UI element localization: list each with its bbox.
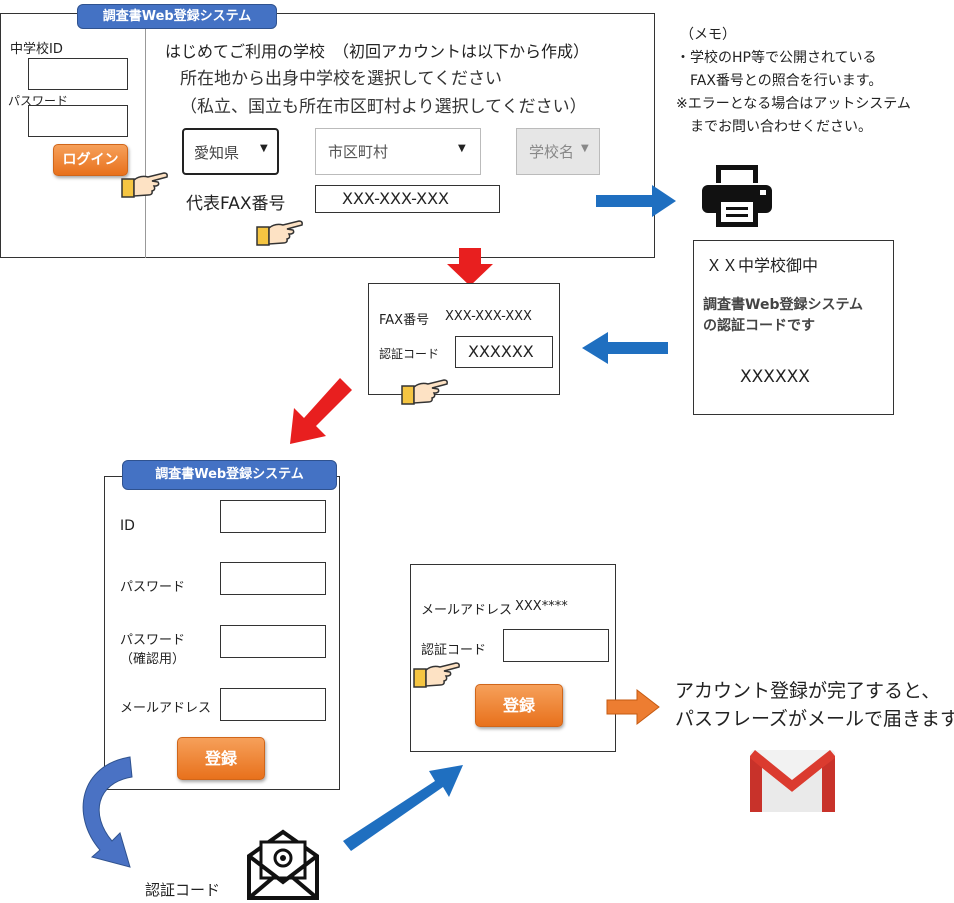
- printer-icon: [702, 165, 772, 227]
- orange-arrow-right: [606, 688, 660, 726]
- reg-email-label: メールアドレス: [120, 701, 212, 716]
- memo-line1: ・学校のHP等で公開されている: [676, 50, 877, 66]
- instruction-line2: （私立、国立も所在市区町村より選択してください）: [180, 97, 587, 117]
- memo-line2: FAX番号との照合を行います。: [690, 73, 883, 89]
- mv-register-button[interactable]: 登録: [475, 684, 563, 727]
- completion-line2: パスフレーズがメールで届きます: [675, 708, 954, 730]
- top-system-tag: 調査書Web登録システム: [77, 4, 277, 29]
- panel-divider: [145, 13, 146, 258]
- register-system-tag: 調査書Web登録システム: [122, 460, 337, 490]
- school-id-input[interactable]: [28, 58, 128, 90]
- password-label: パスワード: [8, 94, 69, 108]
- reg-id-label: ID: [120, 518, 135, 534]
- fax-recipient: ＸＸ中学校御中: [706, 256, 819, 275]
- mv-code-input[interactable]: [503, 629, 609, 662]
- memo-line4: までお問い合わせください。: [690, 119, 872, 135]
- prefecture-value: 愛知県: [194, 144, 240, 162]
- reg-password-label: パスワード: [120, 580, 186, 595]
- first-use-heading: はじめてご利用の学校 （初回アカウントは以下から作成）: [165, 42, 590, 61]
- auth-code-value: XXXXXX: [468, 342, 534, 361]
- memo-line3: ※エラーとなる場合はアットシステム: [676, 96, 911, 112]
- auth-code-label: 認証コード: [379, 347, 440, 361]
- login-button[interactable]: ログイン: [53, 144, 128, 176]
- mv-code-label: 認証コード: [421, 643, 487, 658]
- reg-password-confirm-input[interactable]: [220, 625, 326, 658]
- gmail-icon: [750, 750, 835, 812]
- auth-fax-label: FAX番号: [379, 313, 430, 328]
- completion-line1: アカウント登録が完了すると、: [675, 680, 941, 702]
- pointing-hand-icon: [413, 662, 460, 688]
- reg-password-confirm-label2: （確認用）: [120, 652, 186, 667]
- memo-title: （メモ）: [680, 27, 736, 43]
- reg-password-confirm-label1: パスワード: [120, 633, 186, 648]
- chevron-down-icon: ▼: [581, 143, 589, 154]
- pointing-hand-icon: [401, 379, 448, 405]
- chevron-down-icon: ▼: [260, 143, 268, 154]
- envelope-at-icon: [247, 829, 319, 900]
- chevron-down-icon: ▼: [458, 143, 466, 154]
- city-select[interactable]: 市区町村 ▼: [315, 128, 481, 175]
- blue-arrow-diagonal: [343, 765, 463, 851]
- fax-body-line2: の認証コードです: [703, 318, 815, 334]
- pointing-hand-icon: [121, 172, 168, 198]
- fax-value: XXX-XXX-XXX: [342, 189, 450, 208]
- register-button[interactable]: 登録: [177, 737, 265, 780]
- red-arrow-down: [447, 248, 493, 286]
- prefecture-select[interactable]: 愛知県 ▼: [182, 128, 279, 175]
- password-input[interactable]: [28, 105, 128, 137]
- pointing-hand-icon: [256, 220, 303, 246]
- auth-code-panel: FAX番号 XXX-XXX-XXX 認証コード XXXXXX: [368, 283, 560, 395]
- reg-email-input[interactable]: [220, 688, 326, 721]
- blue-arrow-left: [582, 332, 668, 364]
- fax-code: XXXXXX: [740, 367, 810, 387]
- mv-email-value: XXX****: [515, 599, 568, 614]
- blue-curved-arrow: [82, 756, 133, 868]
- fax-body-line1: 調査書Web登録システム: [703, 297, 864, 313]
- school-placeholder: 学校名: [529, 143, 575, 161]
- blue-arrow-right: [596, 185, 676, 217]
- reg-id-input[interactable]: [220, 500, 326, 533]
- city-placeholder: 市区町村: [328, 143, 389, 161]
- mv-email-label: メールアドレス: [421, 603, 513, 618]
- instruction-line1: 所在地から出身中学校を選択してください: [180, 69, 502, 89]
- red-arrow-diagonal: [290, 378, 352, 444]
- fax-input[interactable]: XXX-XXX-XXX: [315, 185, 500, 213]
- email-code-caption: 認証コード: [145, 881, 221, 899]
- auth-code-input[interactable]: XXXXXX: [455, 336, 553, 368]
- fax-sheet: ＸＸ中学校御中 調査書Web登録システム の認証コードです XXXXXX: [693, 240, 894, 415]
- reg-password-input[interactable]: [220, 562, 326, 595]
- school-id-label: 中学校ID: [10, 42, 63, 57]
- auth-fax-value: XXX-XXX-XXX: [445, 309, 532, 324]
- school-select[interactable]: 学校名 ▼: [516, 128, 600, 175]
- fax-label: 代表FAX番号: [186, 194, 286, 214]
